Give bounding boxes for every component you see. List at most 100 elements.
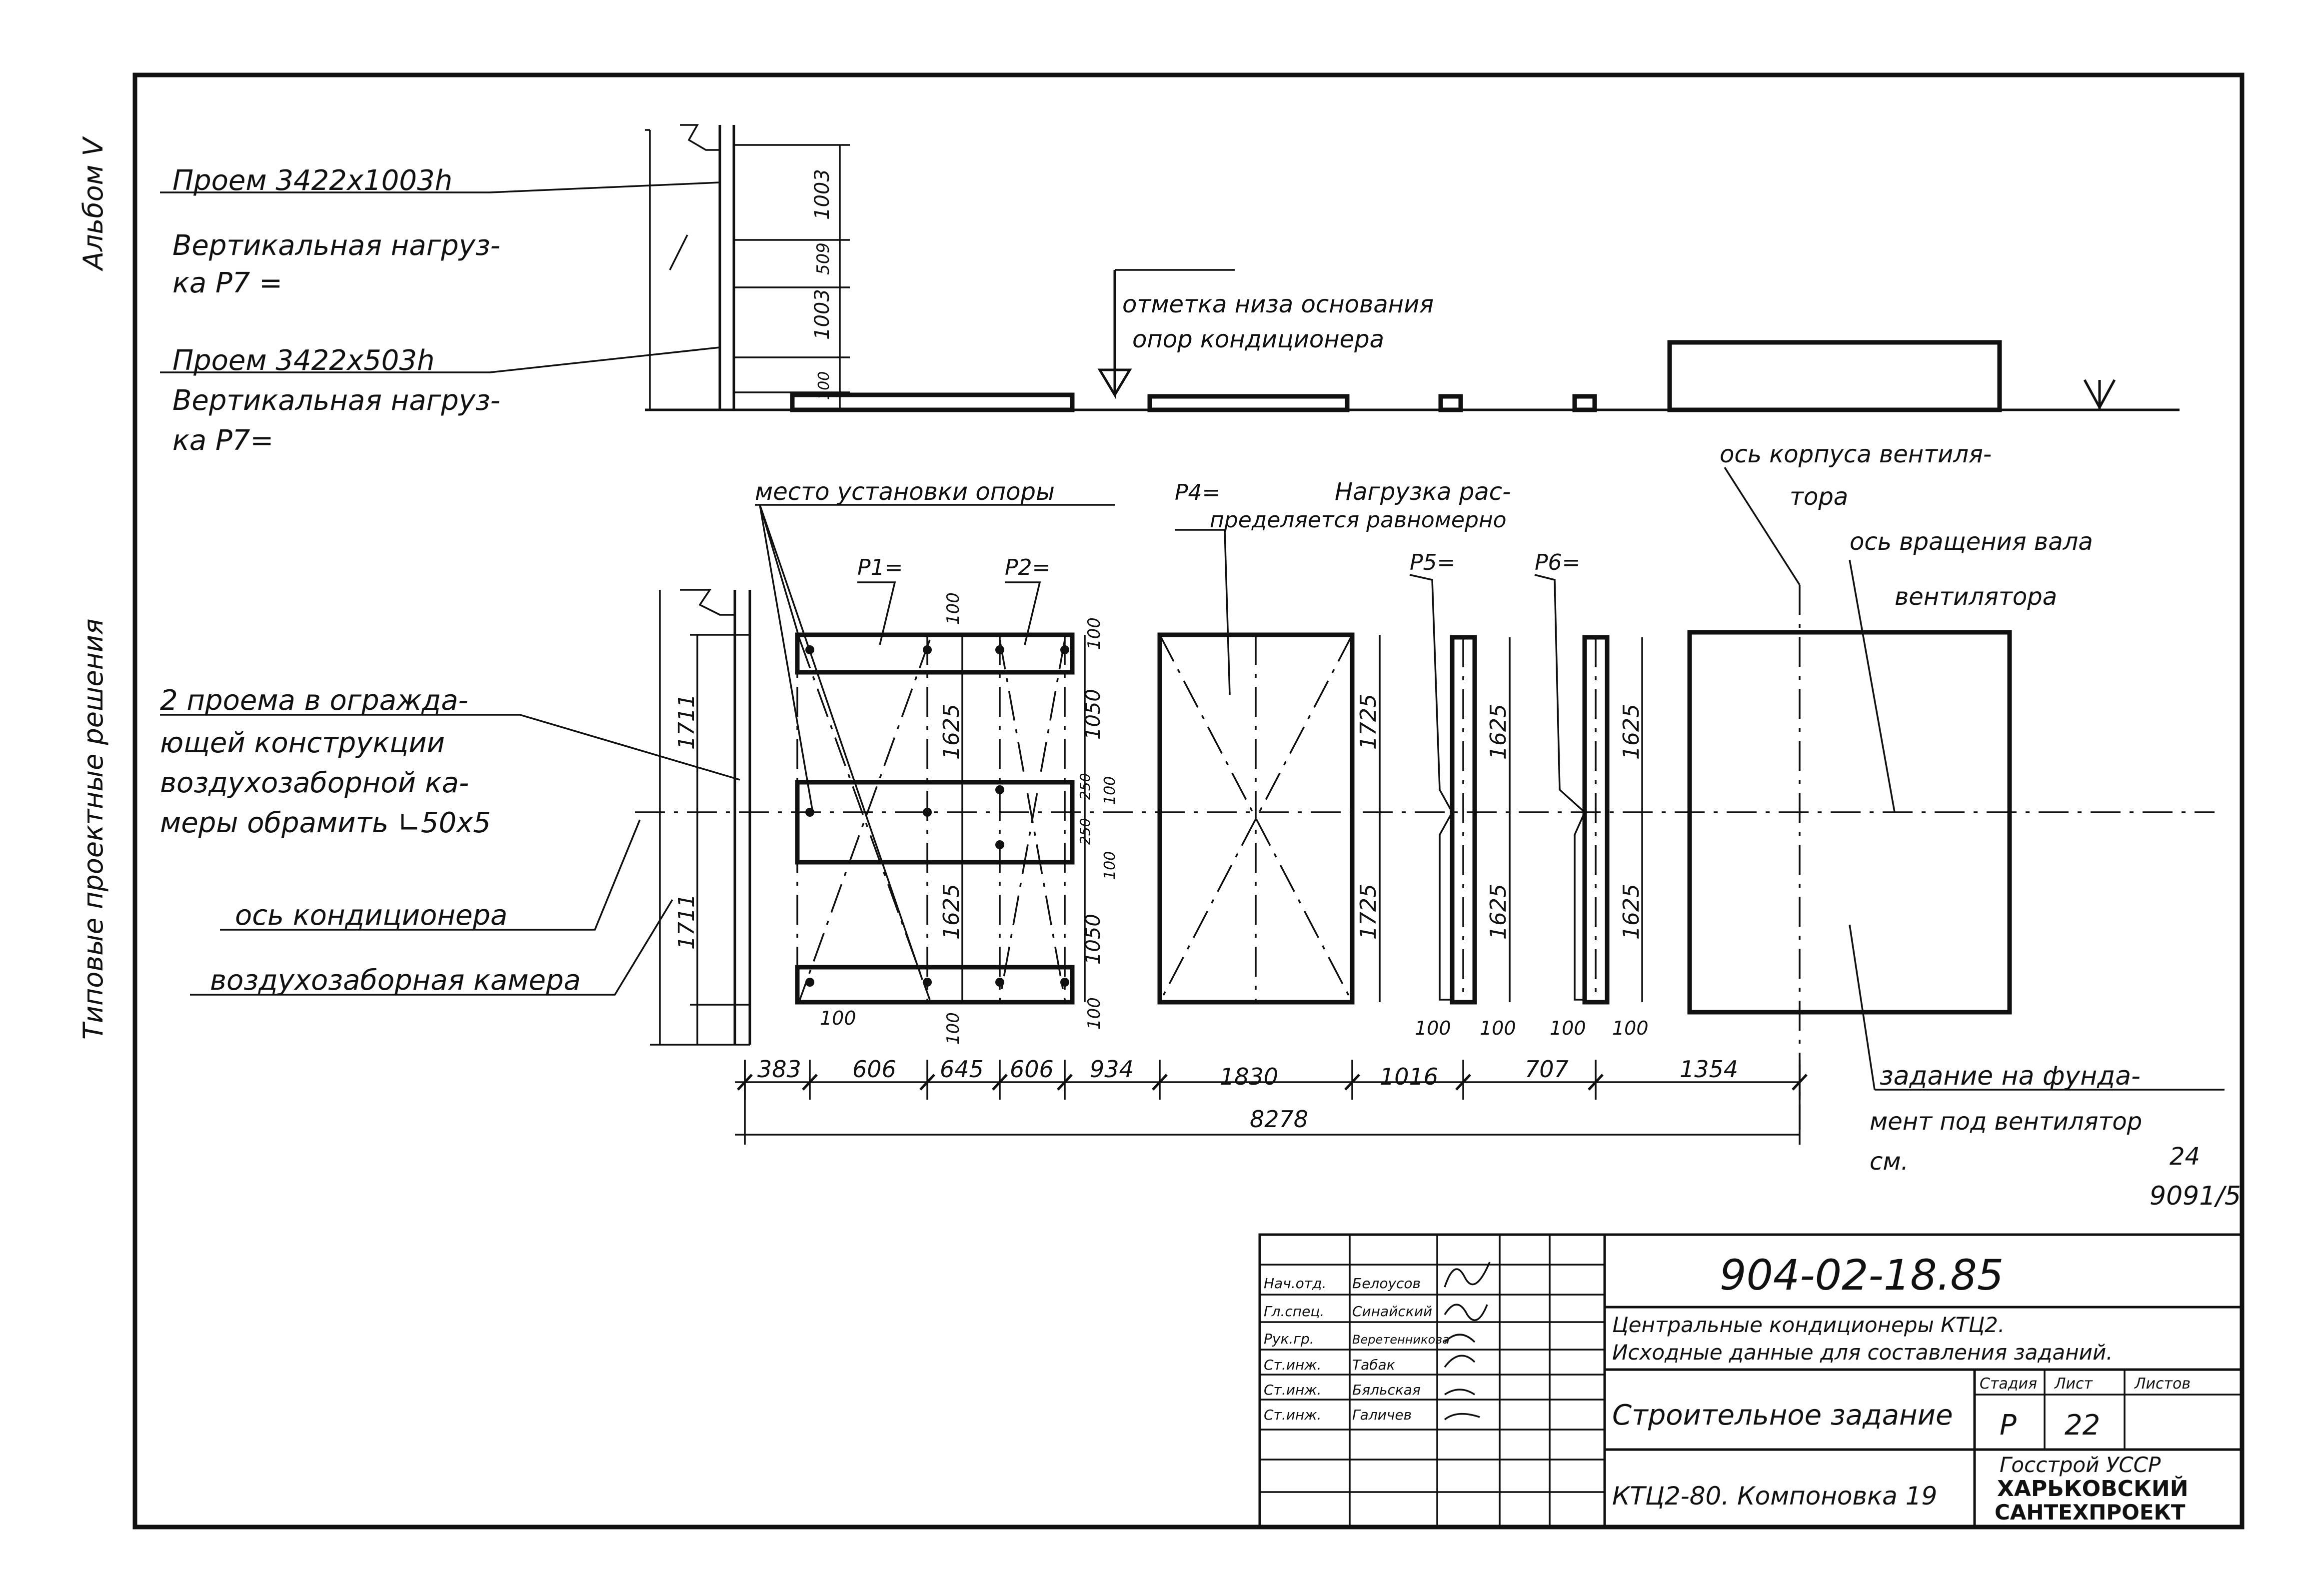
load-dist-line2: пределяется равномерно: [1210, 507, 1507, 533]
series-label: Типовые проектные решения: [77, 618, 109, 1040]
beam-bot: [795, 965, 1075, 1005]
load2-line-b: ка Р7=: [172, 424, 273, 457]
foundation-ref-top: 24: [2170, 1143, 2200, 1171]
p2-label: Р2=: [1005, 555, 1050, 580]
dim-250-a: 250: [1077, 773, 1093, 800]
dim-1003-top: 1003: [811, 169, 834, 220]
foundation-line2: мент под вентилятор: [1870, 1108, 2142, 1136]
org-line2: ХАРЬКОВСКИЙ: [1997, 1475, 2189, 1502]
shaft-axis-line1: ось вращения вала: [1850, 528, 2093, 556]
role-2: Гл.спец.: [1264, 1303, 1324, 1320]
dim-1711-top: 1711: [674, 694, 699, 750]
chain-606-a: 606: [852, 1056, 896, 1083]
chain-slash-5: [1152, 1074, 1168, 1091]
chain-934: 934: [1090, 1056, 1134, 1083]
sheet-frame: [132, 72, 2245, 1530]
chain-1830: 1830: [1220, 1063, 1278, 1090]
stage-label: Стадия: [1980, 1375, 2037, 1393]
dim-1050-a: 1050: [1082, 689, 1105, 740]
openings-line3: воздухозаборной ка-: [160, 767, 469, 799]
drawing-title-line1: Центральные кондиционеры КТЦ2.: [1612, 1313, 2005, 1337]
support-base-4: [1572, 394, 1597, 412]
dim-100-g: 100: [820, 1007, 856, 1029]
dim-100-f: 100: [1084, 997, 1104, 1030]
org-line3: САНТЕХПРОЕКТ: [1995, 1500, 2186, 1525]
role-6: Ст.инж.: [1264, 1407, 1321, 1423]
name-3: Веретенникова: [1352, 1333, 1450, 1347]
dim-100-c: 100: [1084, 617, 1104, 650]
leader-opening1: [160, 181, 720, 193]
dim-100-e: 100: [1101, 851, 1119, 880]
dim-1625-f: 1625: [1619, 884, 1644, 940]
fan-base: [1667, 340, 2002, 412]
support-base-2: [1147, 394, 1350, 412]
dim-509: 509: [813, 242, 833, 275]
support-place-label: место установки опоры: [755, 478, 1055, 506]
beam-top: [795, 632, 1075, 675]
dim-1625-e: 1625: [1619, 704, 1644, 760]
dim-100-i: 100: [1480, 1017, 1516, 1039]
layout-name: КТЦ2-80. Компоновка 19: [1612, 1482, 1937, 1511]
chain-1354: 1354: [1680, 1056, 1738, 1083]
dim-1050-b: 1050: [1082, 914, 1105, 965]
shaft-axis-line2: вентилятора: [1895, 583, 2057, 611]
support-base-1: [790, 392, 1075, 412]
openings-line4: меры обрамить ∟50х5: [160, 807, 491, 839]
chain-slash-6: [1344, 1074, 1360, 1091]
role-1: Нач.отд.: [1264, 1275, 1326, 1292]
role-3: Рук.гр.: [1264, 1331, 1314, 1347]
dim-1725-a: 1725: [1356, 694, 1381, 750]
foundation-line1: задание на фунда-: [1880, 1061, 2141, 1091]
support-base-3: [1438, 394, 1463, 412]
chain-606-b: 606: [1010, 1056, 1054, 1083]
chain-slash-2: [919, 1074, 935, 1091]
sheet-label: Лист: [2054, 1375, 2094, 1393]
dim-250-b: 250: [1077, 818, 1093, 845]
plan-view: 1711 1711 100 1625 1625 100 1: [160, 467, 2225, 1130]
dim-1711-bot: 1711: [674, 894, 699, 950]
fan-body-axis-line2: тора: [1790, 483, 1848, 511]
dim-1625-d: 1625: [1486, 884, 1511, 940]
title-block: [1258, 1233, 2244, 1529]
dim-1003-bot: 1003: [811, 289, 834, 340]
break-mark-top: [680, 124, 720, 151]
dim-100-k: 100: [1612, 1017, 1649, 1039]
dim-100-b: 100: [943, 1012, 963, 1045]
name-2: Синайский: [1352, 1303, 1432, 1320]
chain-707: 707: [1525, 1056, 1569, 1083]
chain-slash-3: [992, 1074, 1008, 1091]
chain-slash-4: [1057, 1074, 1073, 1091]
chain-645: 645: [940, 1056, 984, 1083]
org-line1: Госстрой УССР: [2000, 1453, 2161, 1477]
chain-slash-1: [802, 1074, 818, 1091]
ac-axis-label: ось кондиционера: [235, 899, 507, 932]
sheets-label: Листов: [2134, 1375, 2191, 1393]
dim-1625-c: 1625: [1486, 704, 1511, 760]
dim-1725-b: 1725: [1356, 884, 1381, 940]
load2-line-a: Вертикальная нагруз-: [172, 384, 500, 417]
openings-line2: ющей конструкции: [160, 727, 445, 759]
signatures: [1444, 1262, 1491, 1421]
level-mark-1: [1097, 270, 1132, 400]
stage-value: Р: [2000, 1409, 2017, 1442]
chain-1016: 1016: [1380, 1063, 1438, 1090]
dim-100-d: 100: [1101, 776, 1119, 805]
fan-body-axis-line1: ось корпуса вентиля-: [1720, 440, 1992, 468]
load-dist-line1: Нагрузка рас-: [1335, 478, 1511, 506]
sheet-value: 22: [2065, 1409, 2100, 1442]
p1-label: Р1=: [857, 555, 903, 580]
fan-block: [1687, 630, 2012, 1015]
p4-label: Р4=: [1175, 480, 1220, 505]
name-1: Белоусов: [1352, 1275, 1421, 1292]
sheet-name: Строительное задание: [1612, 1399, 1953, 1432]
dim-1625-a: 1625: [939, 704, 964, 760]
dim-100-a: 100: [943, 592, 963, 625]
base-mark-line1: отметка низа основания: [1122, 290, 1434, 318]
elevation-view: 1003 509 1003 100: [160, 124, 2180, 412]
drawing-title-line2: Исходные данные для составления заданий.: [1612, 1340, 2113, 1365]
dim-100-j: 100: [1550, 1017, 1586, 1039]
album-label: Альбом V: [77, 135, 109, 271]
name-5: Бяльская: [1352, 1382, 1421, 1398]
